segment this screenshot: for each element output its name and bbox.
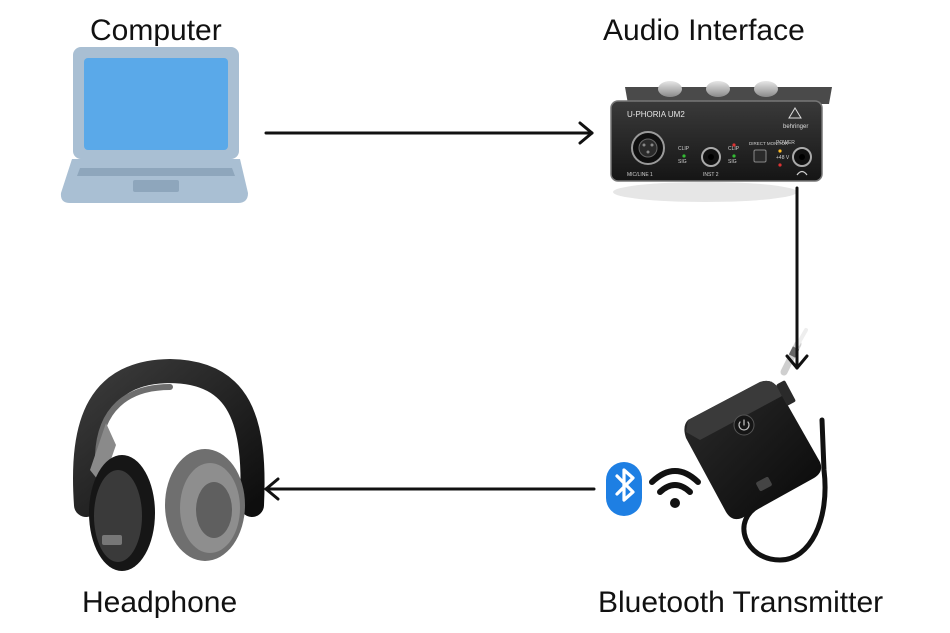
- sig-text-1: SIG: [678, 159, 687, 165]
- clip-text-2: CLIP: [728, 146, 740, 152]
- device-brand-text: behringer: [783, 124, 808, 130]
- bluetooth-transmitter-icon: [684, 328, 828, 563]
- computer-label: Computer: [90, 14, 222, 47]
- arrow-computer-to-audio-interface: [264, 121, 594, 145]
- phantom-text: +48 V: [776, 155, 790, 161]
- direct-monitor-text: DIRECT MONITOR: [749, 141, 789, 146]
- clip-text-1: CLIP: [678, 146, 690, 152]
- bluetooth-transmitter-label: Bluetooth Transmitter: [598, 586, 884, 619]
- device-model-text: U-PHORIA UM2: [627, 110, 685, 119]
- laptop-icon: [60, 47, 249, 203]
- headphone-label: Headphone: [82, 586, 238, 619]
- power-text: POWER: [776, 140, 795, 146]
- bluetooth-icon: [606, 462, 642, 516]
- audio-interface-label: Audio Interface: [603, 14, 805, 47]
- arrow-audio-interface-to-bluetooth-transmitter: [785, 186, 809, 370]
- inst-text: INST 2: [703, 172, 719, 178]
- headphones-icon: [73, 358, 265, 571]
- audio-interface-icon: U-PHORIA UM2 behringer MIC/LINE 1 CLIP S…: [610, 81, 832, 202]
- sig-text-2: SIG: [728, 159, 737, 165]
- wifi-icon: [649, 468, 701, 508]
- arrow-bluetooth-transmitter-to-headphone: [264, 477, 596, 501]
- mic-line-text: MIC/LINE 1: [627, 172, 653, 178]
